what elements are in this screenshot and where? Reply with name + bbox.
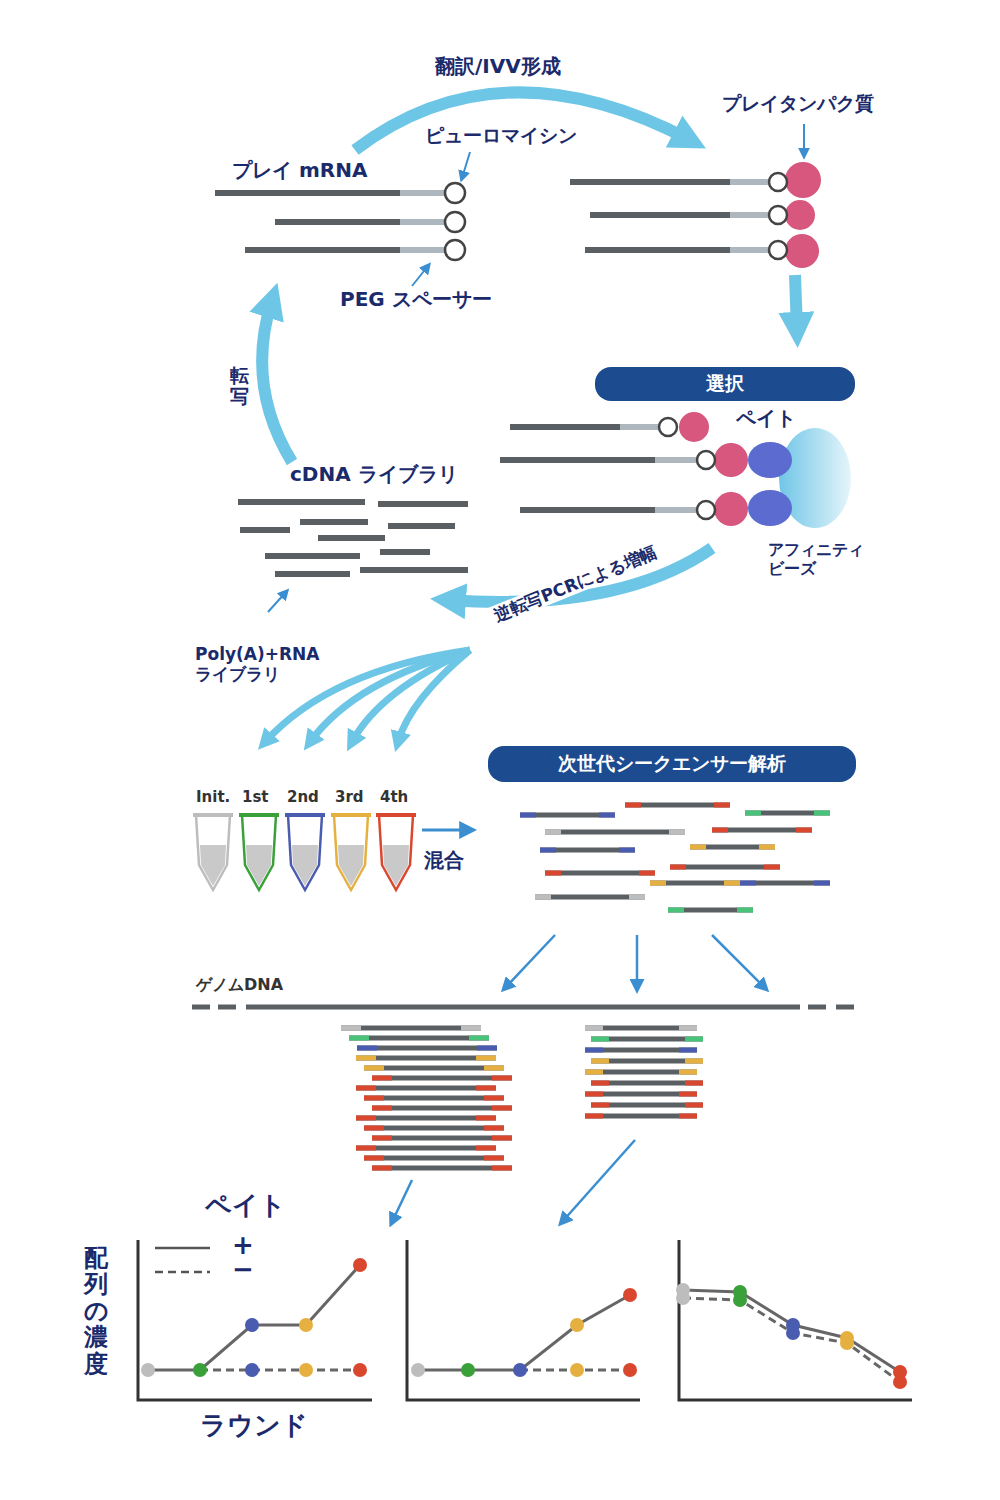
prey-mrna [215,193,445,250]
section-band: 選択 [595,367,855,401]
cdna-library [238,502,468,574]
label: Poly(A)+RNA ライブラリ [195,644,370,685]
section-band: 次世代シークエンサー解析 [488,746,856,782]
tubes [193,815,416,890]
band-text: 選択 [706,371,744,397]
label: ゲノムDNA [196,975,283,994]
label: 配列の濃度 [84,1245,108,1377]
reads [520,805,830,910]
label: 混合 [424,848,464,872]
legend-text: + [232,1232,254,1258]
label: ラウンド [200,1410,308,1441]
label: 4th [380,788,408,806]
genome-dna [192,1005,854,1010]
label: 3rd [335,788,364,806]
label: アフィニティ ビーズ [768,540,878,578]
label: プレイタンパク質 [722,92,874,115]
label: ペイト [205,1190,286,1221]
label: PEG スペーサー [340,287,492,311]
label: ピューロマイシン [425,124,577,147]
band-text: 次世代シークエンサー解析 [558,751,786,777]
label: ペイト [736,406,796,430]
label: 転写 [230,365,249,407]
label: 2nd [287,788,319,806]
label: プレイ mRNA [232,158,367,182]
chart-axes [138,1240,912,1400]
label: 翻訳/IVV形成 [435,54,561,78]
label: Init. [196,788,230,806]
chart-series [141,1258,907,1389]
mapped-reads [341,1028,703,1168]
legend-text: − [232,1256,254,1282]
label: 1st [242,788,269,806]
label: cDNA ライブラリ [290,462,458,486]
